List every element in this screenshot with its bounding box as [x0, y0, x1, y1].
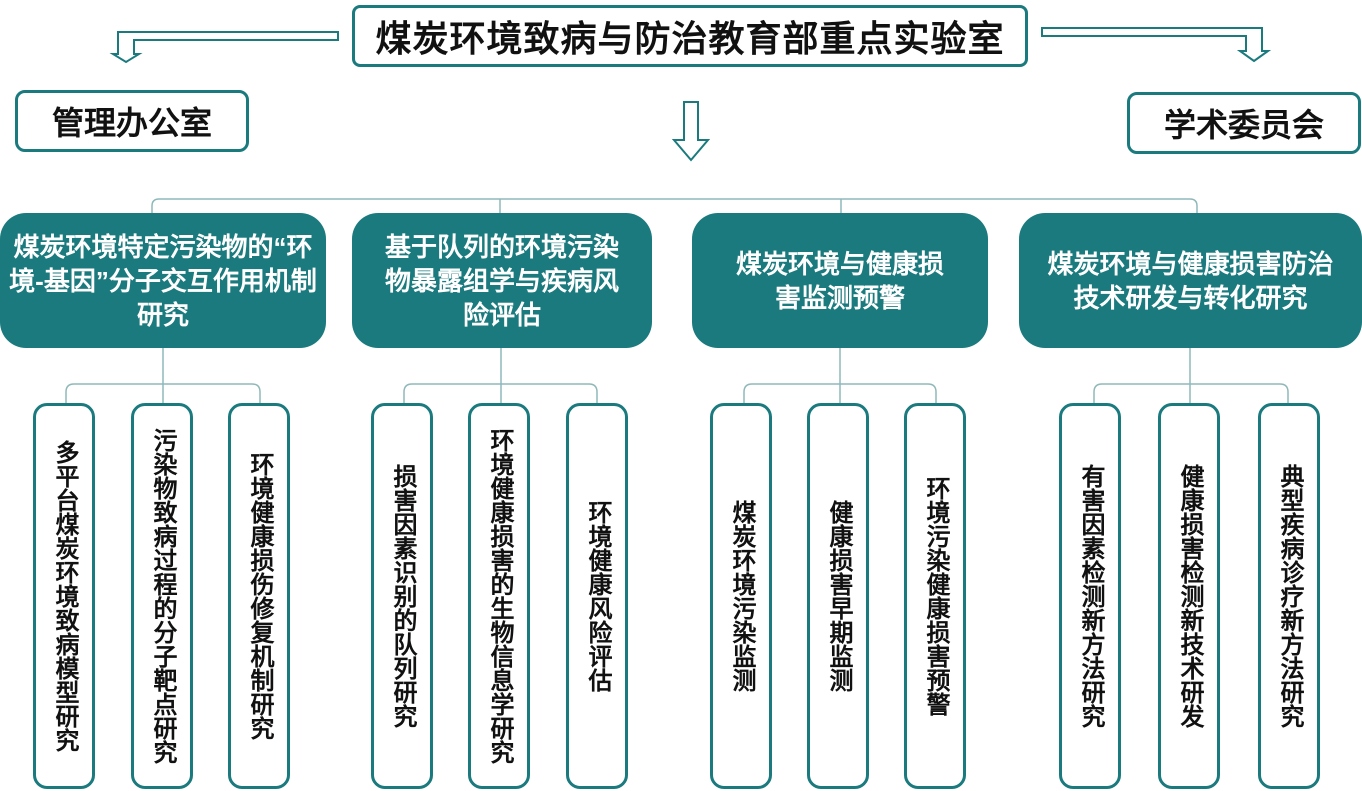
topic-box: 典型疾病诊疗新方法研究	[1258, 403, 1320, 789]
topic-label: 多平台煤炭环境致病模型研究	[51, 440, 78, 752]
academic-committee-box: 学术委员会	[1127, 92, 1361, 154]
topic-label: 健康损害检测新技术研发	[1176, 464, 1203, 728]
topic-label: 煤炭环境污染监测	[728, 500, 755, 692]
research-direction-3-label: 煤炭环境与健康损害监测预警	[735, 248, 944, 313]
research-direction-2-label: 基于队列的环境污染物暴露组学与疾病风险评估	[384, 231, 619, 330]
topic-label: 典型疾病诊疗新方法研究	[1276, 464, 1303, 728]
topic-label: 环境健康损害的生物信息学研究	[486, 428, 513, 764]
management-office-box: 管理办公室	[15, 90, 249, 152]
topic-box: 健康损害检测新技术研发	[1158, 403, 1220, 789]
topic-box: 环境健康损伤修复机制研究	[228, 403, 290, 789]
topic-box: 有害因素检测新方法研究	[1059, 403, 1121, 789]
topic-label: 环境污染健康损害预警	[922, 476, 949, 716]
topic-box: 健康损害早期监测	[807, 403, 869, 789]
topic-box: 损害因素识别的队列研究	[371, 403, 433, 789]
topic-label: 污染物致病过程的分子靶点研究	[149, 428, 176, 764]
topic-label: 损害因素识别的队列研究	[389, 464, 416, 728]
arrow-right-outline	[1041, 27, 1272, 63]
management-office-label: 管理办公室	[51, 105, 212, 141]
academic-committee-label: 学术委员会	[1163, 107, 1324, 143]
topic-box: 环境健康风险评估	[566, 403, 628, 789]
research-direction-4-label: 煤炭环境与健康损害防治技术研发与转化研究	[1047, 248, 1334, 313]
lab-title: 煤炭环境致病与防治教育部重点实验室	[375, 18, 1005, 59]
topic-label: 环境健康损伤修复机制研究	[246, 452, 273, 740]
group4-bracket	[1093, 383, 1289, 403]
research-direction-4: 煤炭环境与健康损害防治技术研发与转化研究	[1019, 213, 1362, 348]
topic-box: 环境健康损害的生物信息学研究	[468, 403, 530, 789]
topic-label: 有害因素检测新方法研究	[1077, 464, 1104, 728]
header-bracket	[151, 198, 1198, 213]
topic-box: 环境污染健康损害预警	[904, 403, 966, 789]
arrow-down-outline	[671, 101, 711, 162]
topic-label: 健康损害早期监测	[825, 500, 852, 692]
research-direction-3: 煤炭环境与健康损害监测预警	[692, 213, 988, 348]
research-direction-2: 基于队列的环境污染物暴露组学与疾病风险评估	[352, 213, 652, 348]
topic-label: 环境健康风险评估	[584, 500, 611, 692]
topic-box: 煤炭环境污染监测	[710, 403, 772, 789]
topic-box: 污染物致病过程的分子靶点研究	[131, 403, 193, 789]
lab-title-box: 煤炭环境致病与防治教育部重点实验室	[352, 5, 1028, 67]
topic-box: 多平台煤炭环境致病模型研究	[33, 403, 95, 789]
arrow-left-outline	[109, 31, 339, 64]
research-direction-1: 煤炭环境特定污染物的“环境-基因”分子交互作用机制研究	[0, 213, 326, 348]
research-direction-1-label: 煤炭环境特定污染物的“环境-基因”分子交互作用机制研究	[9, 231, 317, 330]
